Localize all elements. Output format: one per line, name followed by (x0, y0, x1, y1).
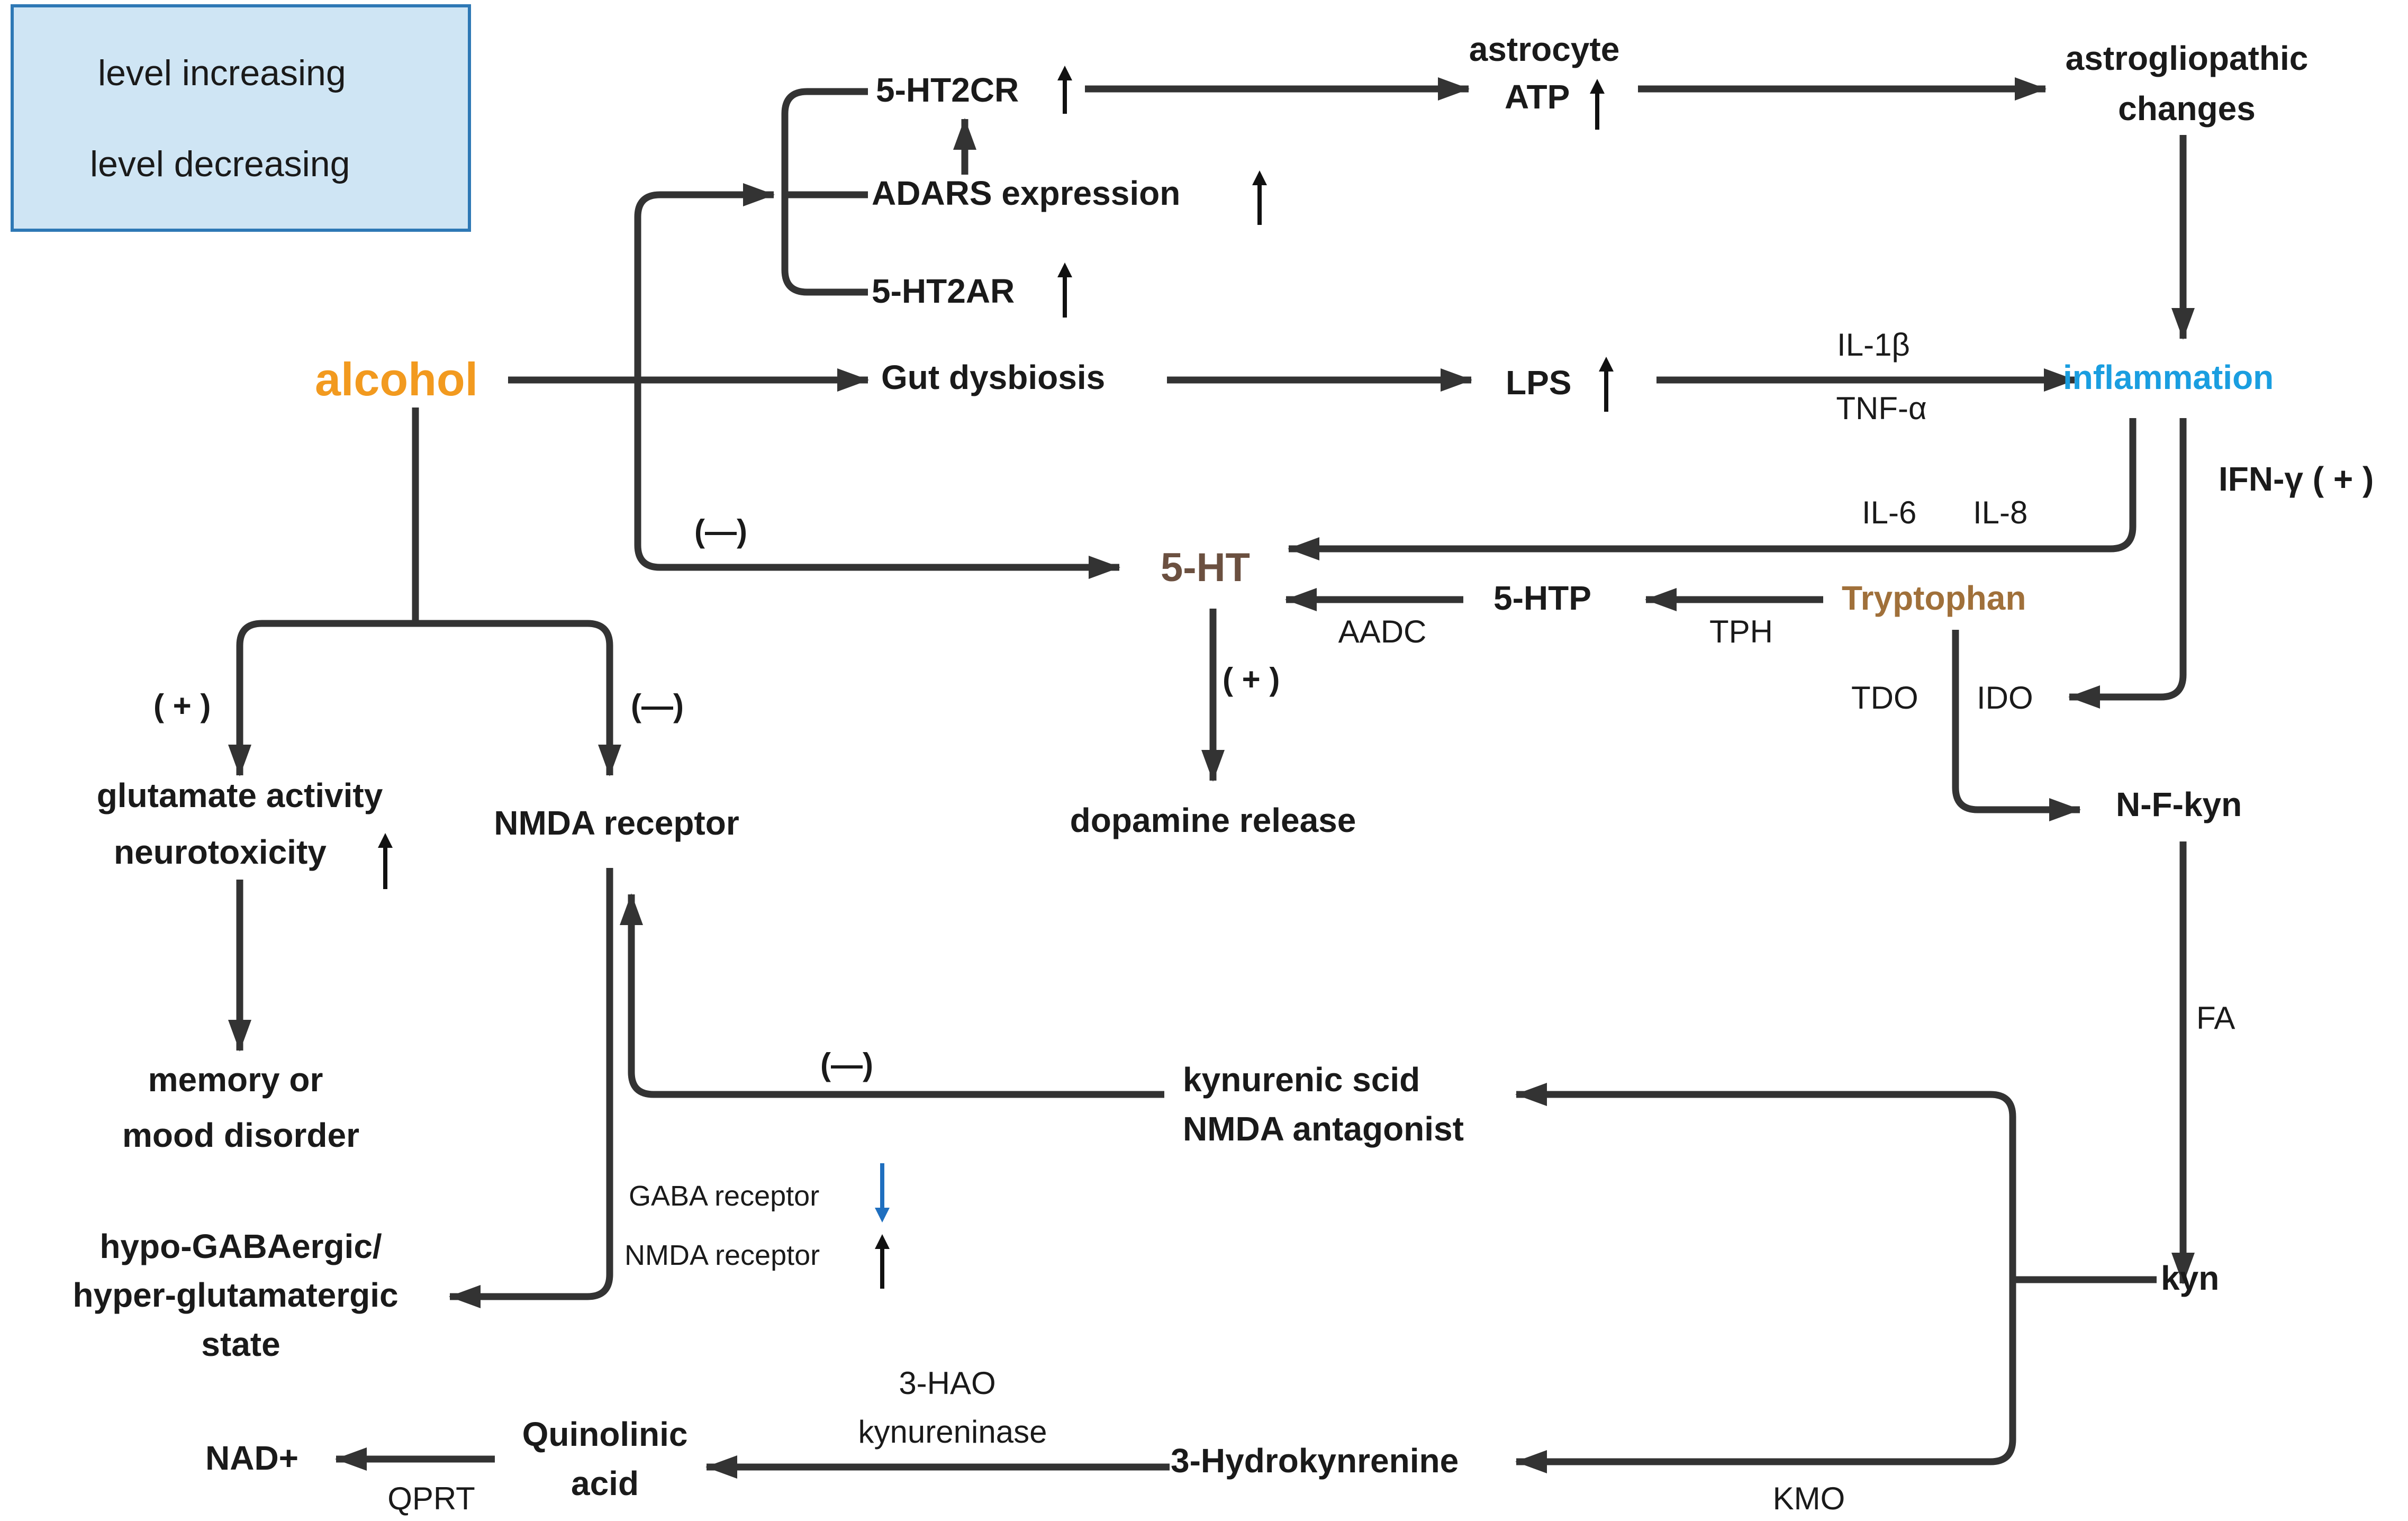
node-hyper-glutamatergic: hyper-glutamatergic (73, 1276, 399, 1314)
edge-alcohol-glutamate (228, 620, 415, 776)
node-lps: LPS (1506, 364, 1572, 402)
label-minus-kynurenic: (—) (820, 1047, 873, 1082)
label-tph: TPH (1709, 614, 1773, 649)
node-n-f-kyn: N-F-kyn (2116, 785, 2242, 823)
label-3-hao: 3-HAO (899, 1365, 996, 1401)
node-astrogliopathic: astrogliopathic (2065, 39, 2309, 77)
node-3-hydrokynrenine: 3-Hydrokynrenine (1171, 1442, 1459, 1480)
label-plus-glutamate: ( + ) (153, 688, 211, 723)
node-state: state (201, 1325, 280, 1363)
legend-box (11, 4, 471, 232)
node-alcohol: alcohol (315, 353, 478, 405)
edge-kynurenic-nmda (620, 893, 1164, 1098)
label-il1b: IL-1β (1837, 327, 1910, 363)
node-5ht2ar: 5-HT2AR (872, 272, 1015, 310)
edge-inflammation-5ht (1288, 418, 2137, 560)
edge-tryptophan-nfkyn (1952, 630, 2081, 821)
label-nmda-receptor-small: NMDA receptor (624, 1239, 820, 1271)
node-atp: ATP (1505, 78, 1570, 116)
node-acid: acid (571, 1464, 639, 1502)
node-gut-dysbiosis: Gut dysbiosis (881, 358, 1106, 396)
edge-alcohol-5ht (634, 380, 1120, 579)
edge-kyn-hydroxy (1515, 1280, 2016, 1473)
node-nmda-receptor: NMDA receptor (494, 804, 739, 842)
label-ido: IDO (1977, 680, 2033, 716)
label-minus-5ht: (—) (694, 513, 747, 549)
label-tnfa: TNF-α (1836, 391, 1927, 426)
label-fa: FA (2196, 1000, 2235, 1036)
node-neurotoxicity: neurotoxicity (114, 833, 327, 871)
node-adars-expression: ADARS expression (872, 174, 1181, 212)
label-tdo: TDO (1851, 680, 1918, 716)
node-mood-disorder: mood disorder (122, 1116, 360, 1154)
label-qprt: QPRT (387, 1481, 475, 1516)
label-aadc: AADC (1338, 614, 1427, 649)
node-5ht: 5-HT (1161, 545, 1250, 590)
label-ifn-gamma: IFN-γ ( + ) (2219, 460, 2374, 498)
label-il6: IL-6 (1862, 495, 1917, 530)
node-nmda-antagonist: NMDA antagonist (1183, 1110, 1464, 1148)
node-kyn: kyn (2161, 1259, 2220, 1297)
edge-alcohol-nmda (415, 620, 621, 776)
node-dopamine-release: dopamine release (1070, 801, 1356, 839)
node-tryptophan: Tryptophan (1842, 579, 2026, 617)
node-glutamate-activity: glutamate activity (96, 776, 383, 814)
node-5ht2cr: 5-HT2CR (876, 71, 1019, 109)
label-plus-dopamine: ( + ) (1223, 662, 1280, 697)
node-nad: NAD+ (205, 1439, 299, 1477)
node-kynurenic-acid: kynurenic scid (1183, 1061, 1420, 1099)
node-inflammation: inflammation (2063, 358, 2274, 396)
node-astrocyte-label: astrocyte (1469, 30, 1620, 68)
node-changes: changes (2118, 89, 2256, 128)
node-memory: memory or (148, 1061, 323, 1099)
edge-alcohol-serotonin-branch (634, 183, 775, 380)
label-kmo: KMO (1772, 1481, 1845, 1516)
edge-ifn-ido (2068, 418, 2187, 709)
label-gaba-receptor: GABA receptor (629, 1180, 820, 1212)
legend-decreasing: level decreasing (90, 144, 350, 184)
node-5htp: 5-HTP (1493, 579, 1591, 617)
edge-nmda-hypo (449, 868, 613, 1308)
node-quinolinic: Quinolinic (522, 1415, 688, 1453)
node-hypo-gabaergic: hypo-GABAergic/ (99, 1227, 382, 1265)
edge-kyn-kynurenic (1515, 1083, 2016, 1280)
legend-increasing: level increasing (98, 53, 346, 93)
label-il8: IL-8 (1973, 495, 2028, 530)
label-kynureninase: kynureninase (858, 1414, 1047, 1450)
label-minus-nmda: (—) (631, 688, 684, 723)
